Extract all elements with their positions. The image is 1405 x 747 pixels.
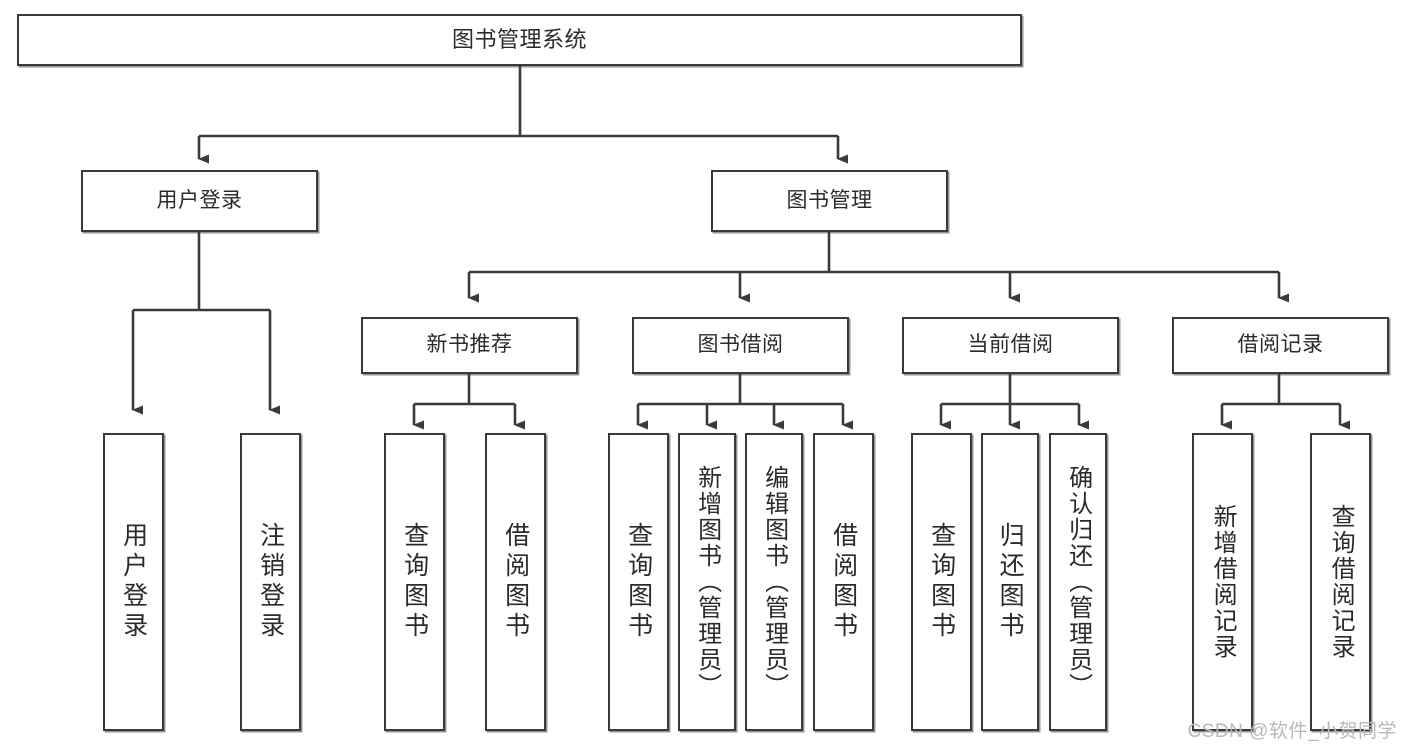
node-label: 用户登录 — [156, 188, 243, 212]
leaf-user-login-signout[interactable]: 注销登录 — [240, 433, 301, 731]
leaf-borrow-borrow-book[interactable]: 借阅图书 — [813, 433, 874, 731]
node-new-book-recommend[interactable]: 新书推荐 — [361, 317, 578, 374]
leaf-borrow-edit-book-admin[interactable]: 编辑图书（管理员） — [745, 433, 803, 731]
node-label: 图书管理系统 — [451, 27, 587, 53]
leaf-current-return-book[interactable]: 归还图书 — [981, 433, 1039, 731]
node-label: 查询图书 — [624, 522, 653, 642]
node-label: 图书借阅 — [697, 333, 784, 357]
node-label: 借阅图书 — [501, 522, 530, 642]
node-label: 编辑图书（管理员） — [760, 465, 788, 699]
node-book-borrow[interactable]: 图书借阅 — [632, 317, 849, 374]
node-label: 用户登录 — [119, 522, 148, 642]
node-label: 新增借阅记录 — [1209, 504, 1237, 660]
node-label: 当前借阅 — [967, 333, 1054, 357]
node-label: 查询借阅记录 — [1327, 504, 1355, 660]
node-label: 借阅图书 — [829, 522, 858, 642]
watermark-text: CSDN @软件_小贺同学 — [1187, 721, 1397, 742]
node-user-login[interactable]: 用户登录 — [81, 170, 318, 232]
node-label: 借阅记录 — [1237, 333, 1324, 357]
leaf-new-book-borrow[interactable]: 借阅图书 — [485, 433, 546, 731]
node-label: 图书管理 — [786, 188, 873, 212]
leaf-record-add-borrow-record[interactable]: 新增借阅记录 — [1192, 433, 1253, 731]
node-label: 注销登录 — [256, 522, 285, 642]
node-current-borrow[interactable]: 当前借阅 — [902, 317, 1119, 374]
node-label: 查询图书 — [400, 522, 429, 642]
node-label: 确认归还（管理员） — [1064, 465, 1092, 699]
node-label: 归还图书 — [996, 522, 1025, 642]
leaf-new-book-query[interactable]: 查询图书 — [384, 433, 445, 731]
leaf-current-query-book[interactable]: 查询图书 — [911, 433, 972, 731]
leaf-record-query-borrow-record[interactable]: 查询借阅记录 — [1310, 433, 1371, 731]
node-label: 新书推荐 — [426, 333, 513, 357]
leaf-borrow-add-book-admin[interactable]: 新增图书（管理员） — [678, 433, 736, 731]
node-book-management[interactable]: 图书管理 — [711, 170, 948, 232]
node-label: 查询图书 — [927, 522, 956, 642]
node-root-system[interactable]: 图书管理系统 — [17, 14, 1022, 66]
leaf-user-login-signin[interactable]: 用户登录 — [103, 433, 164, 731]
leaf-current-confirm-return-admin[interactable]: 确认归还（管理员） — [1049, 433, 1107, 731]
node-borrow-record[interactable]: 借阅记录 — [1172, 317, 1389, 374]
node-label: 新增图书（管理员） — [693, 465, 721, 699]
leaf-borrow-query-book[interactable]: 查询图书 — [608, 433, 669, 731]
